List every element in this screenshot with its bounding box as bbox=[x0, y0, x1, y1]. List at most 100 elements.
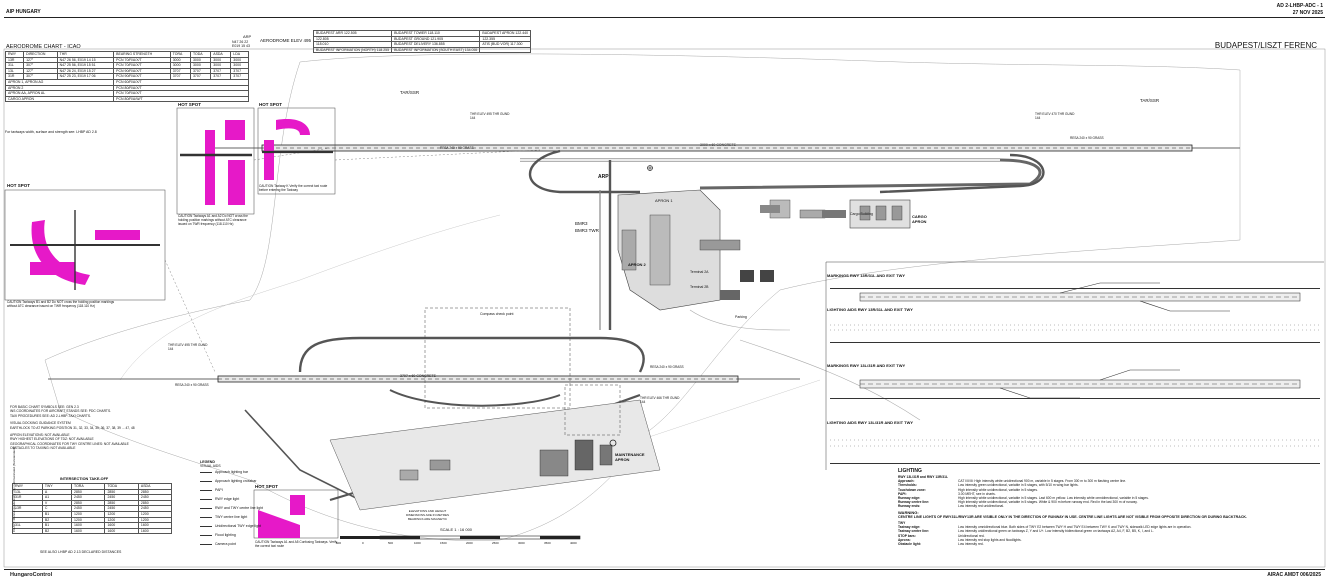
twy-title: TWY bbox=[898, 521, 906, 526]
note-line: OBSTACLES TO TAXIING: NOT AVAILABLE bbox=[10, 446, 76, 451]
hot-spot-2-caption: CAUTION Taxiways A1 and A2 Do NOT cross … bbox=[178, 214, 248, 226]
scale-tick: 1000 bbox=[414, 541, 421, 545]
twy-lighting-rows: Taxiway edge:Low intensity omnidirection… bbox=[898, 525, 1318, 546]
apron-name: APRON 2 bbox=[4, 84, 115, 92]
legend-item: PAPI bbox=[200, 486, 252, 495]
takeoff-header: ASDA bbox=[137, 483, 173, 490]
apron-name: APRON 1, APRON AG bbox=[4, 79, 115, 86]
takeoff-cell: 1600 bbox=[137, 527, 173, 535]
footer-divider bbox=[4, 569, 1325, 570]
side-note: CHART: Monitor geodetically only communi… bbox=[12, 447, 16, 532]
apron-strength: PCN 80/R/A/X/T bbox=[113, 84, 249, 92]
lighting-key: Runway ends: bbox=[898, 504, 921, 509]
runway-13r-thr-e: THR ELEV 470 THR GUND 144 bbox=[1035, 112, 1075, 120]
lighting-key: Taxiway centre line: bbox=[898, 529, 930, 534]
label-twr: BMR3 TWR bbox=[575, 228, 599, 233]
label-apron-2: APRON 2 bbox=[628, 262, 646, 267]
note-line: RWY HIGHEST ELEVATIONS OF TDZ: NOT AVAIL… bbox=[10, 437, 94, 442]
takeoff-cell: 2450 bbox=[137, 494, 173, 501]
takeoff-cell: 2850 bbox=[104, 488, 139, 496]
rwy-cell: 3000 bbox=[210, 62, 232, 69]
runway-13r-resa-e: RESA 240 x 90 GRASS bbox=[1070, 136, 1104, 140]
lighting-key: PAPI: bbox=[898, 491, 907, 496]
rwy-cell: 307° bbox=[23, 62, 58, 69]
hot-spot-4-title: HOT SPOT bbox=[255, 484, 279, 489]
label-maintenance-apron: MAINTENANCE APRON bbox=[615, 452, 645, 462]
scale-tick: 2000 bbox=[466, 541, 473, 545]
lighting-key: Obstacle light: bbox=[898, 542, 921, 547]
rwy-cell: 3707 bbox=[189, 67, 212, 75]
scale-tick: 0 bbox=[362, 541, 364, 545]
legend-item: Flood lighting bbox=[200, 531, 252, 540]
terminal-building bbox=[699, 239, 741, 251]
warning-text: CENTRE LINE LIGHTS OF RWY31L/RWY13R ARE … bbox=[898, 514, 1248, 519]
legend-item: Camera point bbox=[200, 540, 252, 549]
runway-13r-thr-w: THR ELEV 495 THR GUND 144 bbox=[470, 112, 510, 120]
lighting-13l-title: LIGHTING AIDS RWY 13L/31R AND EXIT TWY bbox=[827, 420, 914, 425]
aerodrome-place: BUDAPEST/LISZT FERENC bbox=[1214, 41, 1317, 50]
chart-frame bbox=[3, 48, 1326, 568]
scale-tick: 1500 bbox=[440, 541, 447, 545]
takeoff-header: TODA bbox=[104, 483, 139, 490]
label-cargo-apron: CARGO APRON bbox=[912, 214, 927, 224]
takeoff-cell: B2 bbox=[41, 527, 73, 535]
hot-spot-1-caption: CAUTION Taxiways B1 and B2 Do NOT cross … bbox=[7, 300, 115, 308]
legend-item: RWY edge light bbox=[200, 495, 252, 504]
lighting-value: 3.00 MEHT, see in charts. bbox=[958, 491, 996, 496]
markings-13r-title: MARKINGS RWY 13R/31L AND EXIT TWY bbox=[827, 273, 906, 278]
lighting-value: High intensity white unidirectional, var… bbox=[958, 496, 1149, 501]
apron-name: CARGO APRON bbox=[4, 95, 115, 103]
takeoff-cell: 1600 bbox=[104, 527, 139, 535]
scale-label: SCALE 1 : 16 000 bbox=[440, 527, 473, 532]
lighting-rwy-13r-diagram bbox=[830, 324, 1320, 343]
apron-strength: PCN 70/R/A/X/T bbox=[113, 90, 249, 97]
lighting-row: Taxiway centre line:Low intensity unidir… bbox=[898, 529, 1318, 533]
note-line: VISUAL DOCKING GUIDANCE SYSTEM bbox=[10, 421, 71, 426]
taxiway-loop-west bbox=[529, 149, 640, 194]
runway-13r-31l bbox=[210, 144, 1240, 152]
apron-strength: PCN 80/R/A/W/T bbox=[113, 95, 249, 103]
label-apron-1: APRON 1 bbox=[655, 198, 673, 203]
legend: LEGEND VISUAL AIDS Approach lighting bar… bbox=[200, 460, 263, 549]
label-tar-ssr-east: TAR/SSR bbox=[1140, 98, 1160, 103]
apron-name: APRON AA, APRON AL bbox=[4, 90, 115, 97]
lighting-key: Aprons: bbox=[898, 537, 911, 542]
markings-13l-title: MARKINGS RWY 13L/31R AND EXIT TWY bbox=[827, 363, 906, 368]
lighting-value: CAT I/II/III: High intensity white unidi… bbox=[958, 479, 1127, 484]
hot-spot-1-title: HOT SPOT bbox=[7, 183, 31, 188]
notes-left: FOR BASIC CHART SYMBOLS SEE: GEN 2.3 INS… bbox=[10, 405, 230, 451]
legend-item: TWY centre line light bbox=[200, 513, 252, 522]
markings-rwy-13r-diagram bbox=[830, 282, 1320, 312]
rwy-cell: 3000 bbox=[230, 62, 249, 69]
hot-spot-frame-2 bbox=[176, 107, 255, 215]
lighting-value: Low intensity green unidirectional, vari… bbox=[958, 483, 1079, 488]
hot-spot-1-pink bbox=[10, 210, 160, 290]
aerodrome-boundary bbox=[44, 53, 1241, 541]
rwy-cell: 307° bbox=[23, 73, 58, 80]
legend-item: Approach lighting crossbar bbox=[200, 477, 256, 486]
footer-org: HungaroControl bbox=[10, 572, 53, 578]
takeoff-cell: 2450 bbox=[104, 494, 139, 501]
hot-spot-frame-1 bbox=[4, 189, 166, 301]
label-parking: Parking bbox=[735, 315, 747, 319]
lighting-value: Low intensity omnidirectional blue. Both… bbox=[958, 525, 1192, 530]
label-cargo-building: Cargo Building bbox=[850, 212, 873, 216]
freq-cell bbox=[479, 46, 532, 54]
lighting-key: Runway edge: bbox=[898, 496, 921, 501]
scale-note: ELEVATIONS AND HEIGHT DIMENSIONS ARE IN … bbox=[405, 509, 449, 521]
apron-strength: PCN 60/R/A/X/T bbox=[113, 79, 249, 86]
rwy-cell: 3707 bbox=[210, 73, 232, 80]
lighting-key: Approach: bbox=[898, 479, 915, 484]
label-arp: ARP bbox=[598, 174, 609, 180]
runway-13r-label: 3000 x 60 CONCRETE bbox=[700, 143, 736, 147]
rwy-cell: 3707 bbox=[230, 67, 249, 75]
